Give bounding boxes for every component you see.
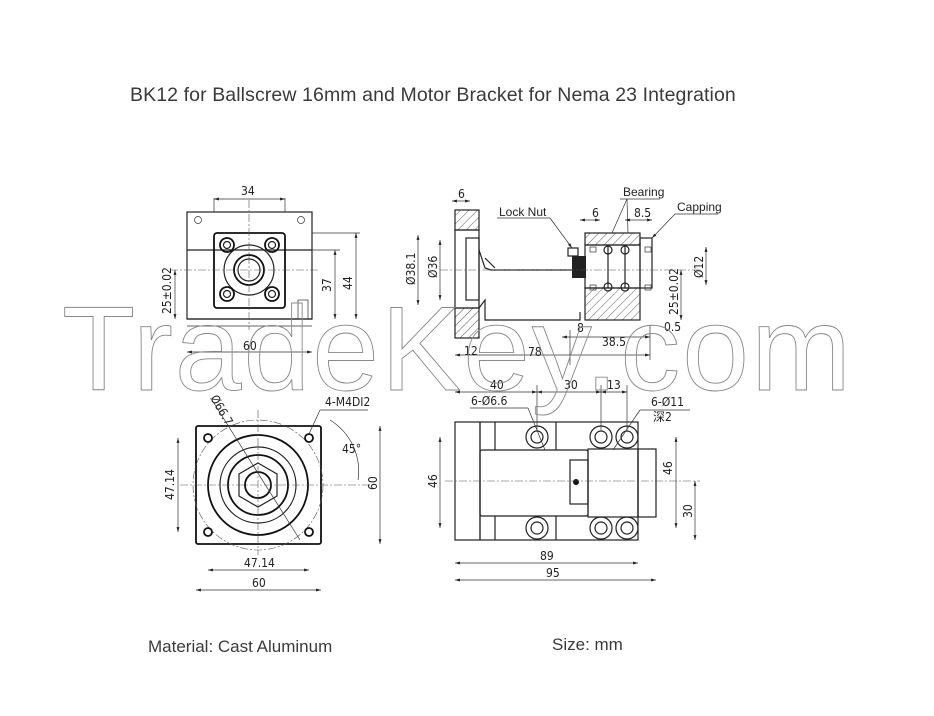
dim-60: 60	[243, 339, 257, 353]
dim-89: 89	[540, 549, 554, 563]
dim-4-m4: 4-M4DI2	[325, 395, 370, 409]
dim-6-dia-11: 6-Ø11	[651, 395, 684, 409]
dim-6-bearing: 6	[592, 206, 599, 220]
dim-34: 34	[241, 184, 255, 198]
label-capping: Capping	[677, 200, 722, 214]
label-lock-nut: Lock Nut	[499, 205, 547, 219]
dim-95: 95	[546, 566, 560, 580]
dim-8: 8	[577, 321, 584, 335]
material-label: Material: Cast Aluminum	[148, 637, 333, 656]
dim-12: 12	[464, 344, 478, 358]
view-rear-motor: Ø66.7 4-M4DI2 45° 47.14 60 47.14 60	[163, 393, 382, 592]
dim-0-5: 0.5	[664, 320, 681, 334]
label-bearing: Bearing	[623, 185, 664, 199]
dim-25-section: 25±0.02	[667, 268, 681, 315]
dim-38-5: 38.5	[602, 335, 626, 349]
dim-dia-36: Ø36	[426, 256, 440, 278]
page-title: BK12 for Ballscrew 16mm and Motor Bracke…	[130, 84, 736, 106]
dim-40: 40	[490, 378, 504, 392]
dim-25: 25±0.02	[160, 267, 174, 314]
dim-depth: 深2	[653, 410, 672, 424]
dim-8-5: 8.5	[634, 206, 651, 220]
dim-60-v: 60	[366, 476, 380, 490]
dim-46-right: 46	[661, 461, 675, 475]
view-section: Lock Nut Bearing Capping 6 Ø38.1 Ø36 6 8…	[404, 185, 722, 365]
dim-44: 44	[341, 276, 355, 290]
dim-30-top: 30	[564, 378, 578, 392]
dim-47-14-v: 47.14	[163, 469, 177, 500]
dim-46-left: 46	[426, 474, 440, 488]
size-unit-label: Size: mm	[552, 635, 623, 654]
dim-6-flange: 6	[458, 187, 465, 201]
dim-60-h: 60	[252, 576, 266, 590]
dim-dia-12: Ø12	[692, 256, 706, 278]
view-top: 40 30 13 6-Ø6.6 6-Ø11 深2 46 46 30 89 95	[426, 378, 700, 582]
dim-45: 45°	[342, 442, 361, 456]
dim-78: 78	[528, 345, 542, 359]
view-front-bearing: 34 44 37 25±0.02 60	[160, 184, 360, 354]
dim-13: 13	[607, 378, 621, 392]
dim-47-14-h: 47.14	[244, 556, 275, 570]
dim-6-dia-6-6: 6-Ø6.6	[471, 394, 508, 408]
dim-37: 37	[320, 278, 334, 292]
watermark: TradeKey.com	[62, 282, 853, 416]
dim-dia-38: Ø38.1	[404, 252, 418, 285]
dim-30-right: 30	[681, 504, 695, 518]
